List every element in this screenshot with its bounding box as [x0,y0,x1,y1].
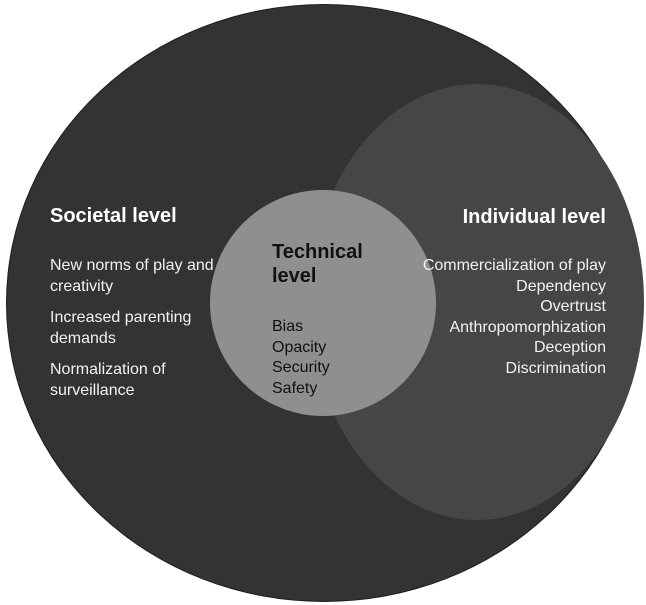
list-item: Safety [272,379,318,397]
list-item: Bias [272,318,304,335]
list-item: Dependency [516,277,606,295]
list-item: New norms of play and creativity [50,257,214,295]
list-item: Normalization of surveillance [50,361,166,399]
list-item: Commercialization of play [422,257,606,274]
societal-level-list: New norms of play and creativity Increas… [50,255,220,411]
list-item: Deception [533,339,606,356]
list-item: Opacity [272,338,327,356]
technical-level-circle [210,190,436,416]
technical-level-heading: Technical level [272,241,363,287]
list-item: Anthropomorphization [449,318,606,336]
list-item: Increased parenting demands [50,309,192,347]
societal-level-heading: Societal level [50,205,177,227]
list-item: Overtrust [540,298,606,315]
individual-level-heading: Individual level [462,206,606,228]
list-item: Discrimination [505,359,606,377]
list-item: Security [272,359,330,376]
technical-level-list: Bias Opacity Security Safety [272,317,330,399]
individual-level-list: Commercialization of play Dependency Ove… [406,256,606,379]
